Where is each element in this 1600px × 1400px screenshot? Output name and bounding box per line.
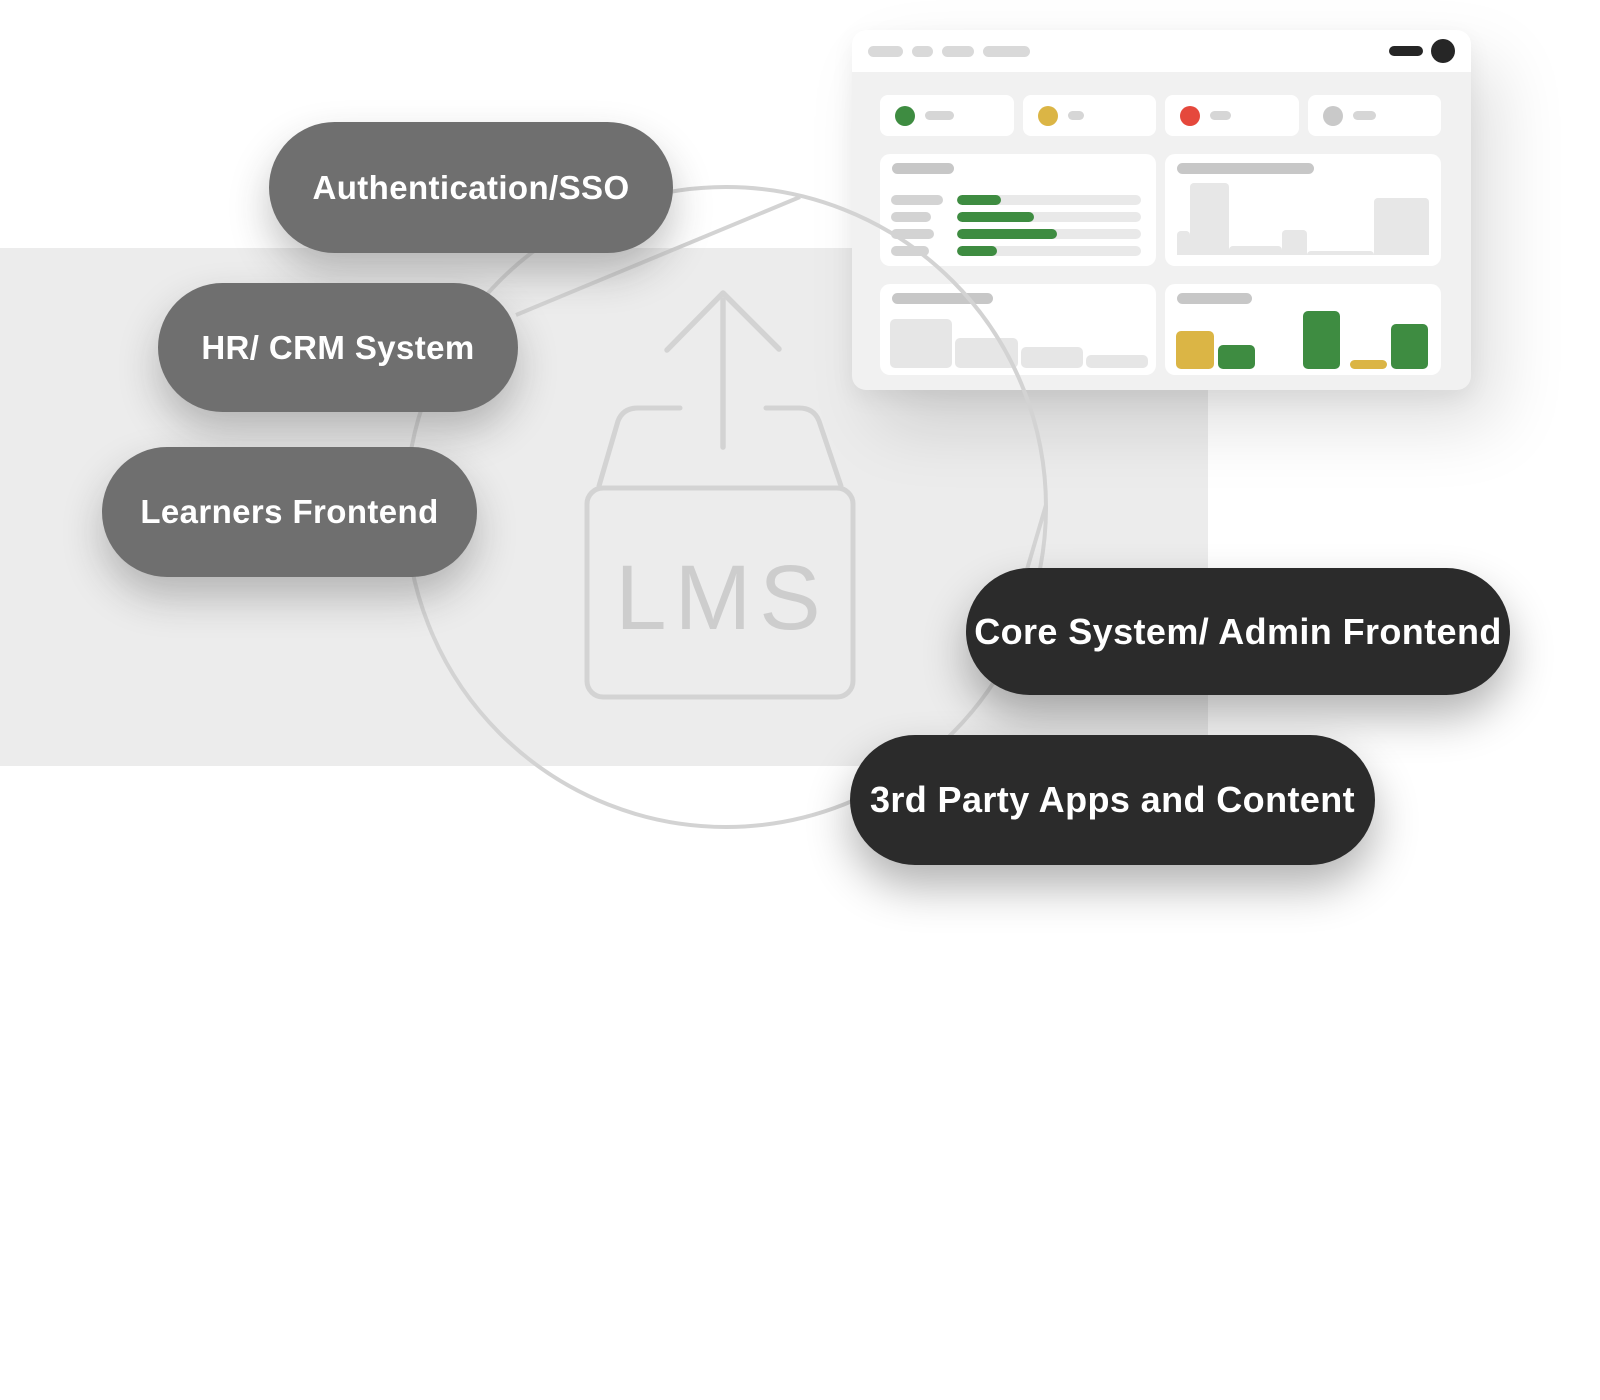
card-title-placeholder: [892, 163, 954, 174]
node-label: 3rd Party Apps and Content: [869, 779, 1356, 820]
skyline-bar: [1190, 183, 1229, 255]
progress-track: [957, 229, 1141, 239]
node-third-party-apps-and-content: 3rd Party Apps and Content: [850, 735, 1375, 865]
gray-bar: [890, 319, 952, 368]
placeholder-label: [891, 246, 929, 256]
status-dot-green: [895, 105, 915, 126]
placeholder-line: [1210, 111, 1231, 120]
chart-bar: [1350, 360, 1387, 369]
progress-track: [957, 195, 1141, 205]
gray-bar: [1086, 355, 1148, 368]
progress-card: [880, 154, 1156, 266]
placeholder-label: [891, 229, 934, 239]
chart-bar: [1303, 311, 1340, 369]
stat-card-yellow: [1022, 95, 1156, 136]
bottom-card-row: [880, 284, 1441, 375]
progress-track: [957, 212, 1141, 222]
gray-bar: [955, 338, 1018, 368]
gray-bar: [1021, 347, 1083, 368]
window-body: [852, 72, 1471, 375]
stat-card-neutral: [1307, 95, 1441, 136]
stat-card-green: [880, 95, 1014, 136]
card-title-placeholder: [1177, 163, 1314, 174]
card-title-placeholder: [892, 293, 993, 304]
progress-fill: [957, 229, 1057, 239]
node-core-system-admin-frontend: Core System/ Admin Frontend: [966, 568, 1510, 695]
card-title-placeholder: [1177, 293, 1252, 304]
placeholder-line: [1352, 111, 1376, 120]
node-learners-frontend: Learners Frontend: [102, 447, 477, 577]
color-bars: [1176, 311, 1428, 369]
menu-line[interactable]: [912, 45, 933, 57]
gray-bars: [890, 319, 1148, 368]
stat-card-red: [1165, 95, 1299, 136]
progress-row: [891, 212, 1141, 222]
placeholder-label: [891, 212, 931, 222]
status-dot-red: [1180, 105, 1200, 126]
skyline-bar: [1229, 246, 1282, 255]
gray-bars-card: [880, 284, 1156, 375]
node-hr-crm-system: HR/ CRM System: [158, 283, 518, 412]
window-titlebar: [852, 30, 1471, 72]
skyline-bar: [1282, 230, 1307, 255]
skyline-chart-card: [1165, 154, 1441, 266]
window-control-dot-icon[interactable]: [1431, 39, 1455, 63]
chart-bar: [1391, 324, 1428, 369]
stat-card-row: [880, 95, 1441, 136]
progress-fill: [957, 212, 1034, 222]
status-dot-neutral: [1322, 105, 1343, 126]
progress-row: [891, 246, 1141, 256]
node-label: Core System/ Admin Frontend: [974, 610, 1502, 652]
skyline-bar: [1177, 231, 1190, 255]
skyline-bar: [1307, 251, 1374, 255]
menu-line[interactable]: [983, 45, 1030, 57]
node-label: Learners Frontend: [140, 493, 439, 530]
progress-rows: [891, 195, 1141, 263]
progress-fill: [957, 246, 997, 256]
progress-row: [891, 229, 1141, 239]
placeholder-label: [891, 195, 943, 205]
menu-line[interactable]: [942, 45, 974, 57]
node-authentication-sso: Authentication/SSO: [269, 122, 673, 253]
dashboard-window: [852, 30, 1471, 390]
minimize-icon[interactable]: [1389, 46, 1423, 56]
placeholder-line: [925, 111, 954, 120]
menu-line[interactable]: [868, 45, 903, 57]
progress-fill: [957, 195, 1001, 205]
titlebar-menu: [868, 45, 1030, 57]
progress-row: [891, 195, 1141, 205]
node-label: HR/ CRM System: [201, 328, 475, 366]
chart-bar: [1218, 345, 1255, 369]
chart-bar: [1176, 331, 1214, 369]
skyline-bars: [1177, 183, 1429, 255]
status-dot-yellow: [1037, 105, 1058, 126]
window-controls: [1389, 39, 1455, 63]
placeholder-line: [1067, 111, 1084, 120]
progress-track: [957, 246, 1141, 256]
middle-card-row: [880, 154, 1441, 266]
skyline-bar: [1374, 198, 1429, 255]
node-label: Authentication/SSO: [312, 168, 630, 206]
color-bars-card: [1165, 284, 1441, 375]
